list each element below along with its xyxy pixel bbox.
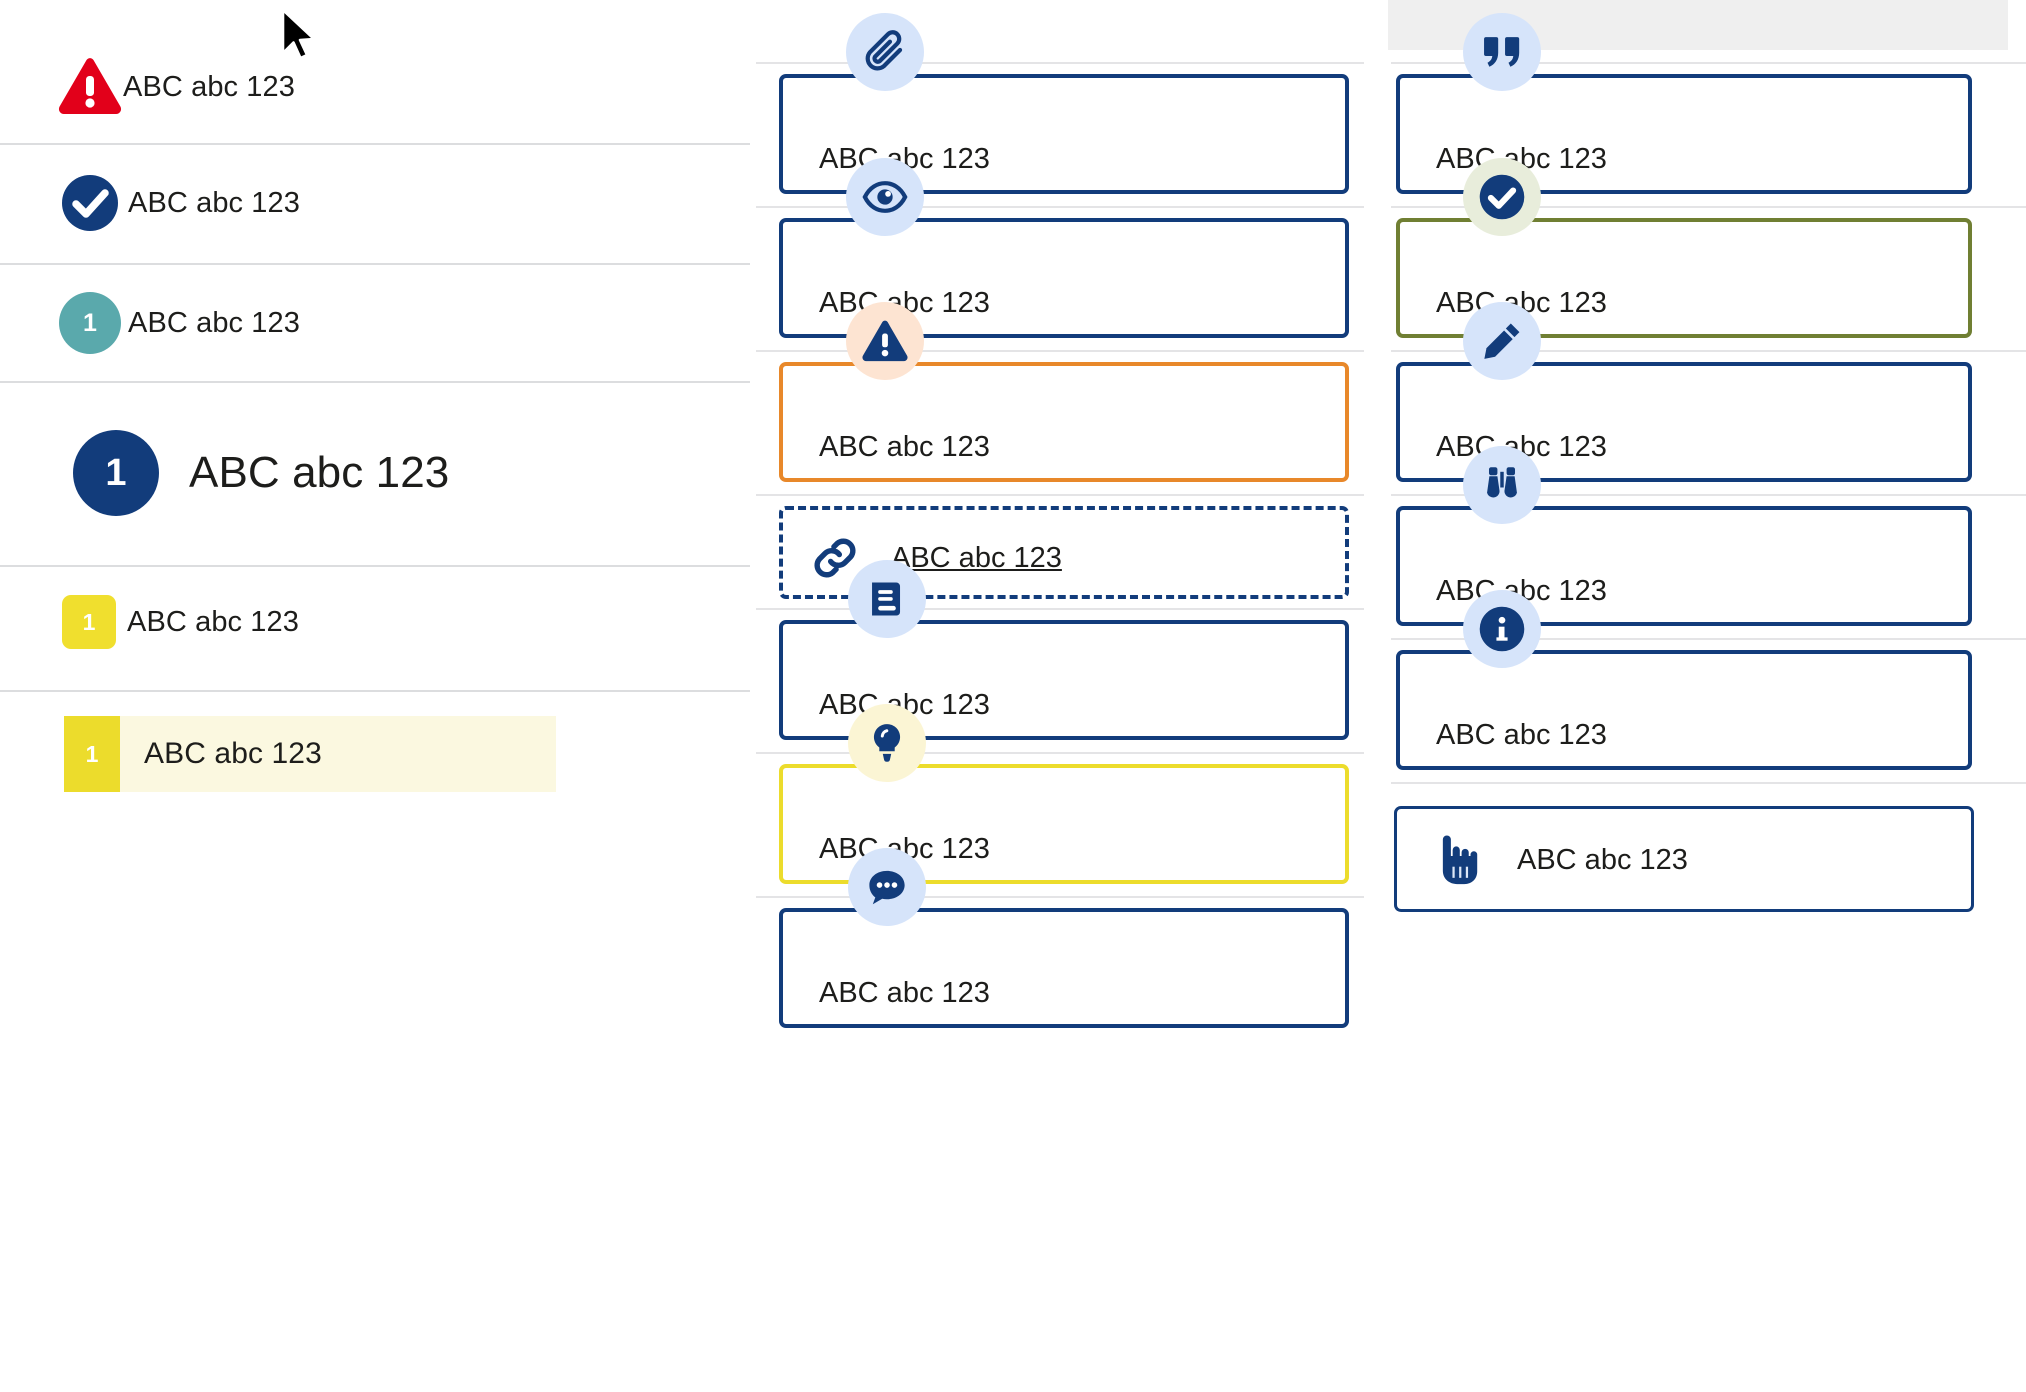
divider	[0, 565, 750, 567]
divider	[756, 62, 1364, 64]
eye-icon	[846, 158, 924, 236]
list-item-numbered-navy-large[interactable]: 1 ABC abc 123	[0, 430, 756, 516]
list-item-label: ABC abc 123	[123, 70, 295, 103]
badge-number: 1	[82, 608, 96, 635]
divider	[1391, 206, 2026, 208]
card-comment[interactable]: ABC abc 123	[779, 908, 1349, 1028]
paperclip-icon	[846, 13, 924, 91]
list-item-label: ABC abc 123	[144, 737, 322, 770]
book-icon	[848, 560, 926, 638]
number-badge-yellow-bar: 1	[64, 716, 120, 792]
badge-number: 1	[83, 308, 97, 337]
card-label: ABC abc 123	[1436, 719, 1607, 751]
binoculars-icon	[1463, 446, 1541, 524]
middle-column: ABC abc 123 ABC abc 123 ABC abc 123	[756, 0, 1391, 1392]
pencil-icon	[1463, 302, 1541, 380]
card-label: ABC abc 123	[819, 431, 990, 463]
pointing-hand-icon	[1425, 831, 1479, 889]
left-panel: ABC abc 123 ABC abc 123 1 ABC abc 123	[0, 0, 756, 1392]
divider	[0, 690, 750, 692]
list-item-warning[interactable]: ABC abc 123	[0, 52, 756, 122]
card-label: ABC abc 123	[1517, 843, 1688, 876]
card-tip[interactable]: ABC abc 123	[779, 764, 1349, 884]
card-action[interactable]: ABC abc 123	[1394, 806, 1974, 912]
list-item-label: ABC abc 123	[128, 306, 300, 339]
list-item-label: ABC abc 123	[189, 448, 450, 497]
list-item-check[interactable]: ABC abc 123	[0, 175, 756, 231]
card-warning[interactable]: ABC abc 123	[779, 362, 1349, 482]
divider	[1391, 494, 2026, 496]
info-circle-icon	[1463, 590, 1541, 668]
check-circle-icon	[1463, 158, 1541, 236]
divider	[756, 494, 1364, 496]
divider	[756, 896, 1364, 898]
divider	[756, 350, 1364, 352]
list-item-highlighted[interactable]: 1 ABC abc 123	[64, 716, 556, 792]
badge-number: 1	[85, 740, 99, 767]
list-item-numbered-yellow[interactable]: 1 ABC abc 123	[0, 595, 756, 649]
list-item-highlighted-wrapper: 1 ABC abc 123	[0, 716, 756, 792]
badge-number: 1	[105, 451, 127, 494]
divider	[0, 263, 750, 265]
list-item-label: ABC abc 123	[127, 605, 299, 638]
divider	[1391, 638, 2026, 640]
card-info[interactable]: ABC abc 123	[1396, 650, 1972, 770]
list-item-numbered-teal[interactable]: 1 ABC abc 123	[0, 292, 756, 354]
card-label: ABC abc 123	[819, 977, 990, 1009]
card-link-label[interactable]: ABC abc 123	[891, 541, 1062, 574]
divider	[756, 752, 1364, 754]
check-circle-icon	[62, 175, 118, 231]
comment-dots-icon	[848, 848, 926, 926]
number-badge-navy-large: 1	[73, 430, 159, 516]
divider	[756, 608, 1364, 610]
number-badge-teal: 1	[59, 292, 121, 354]
list-item-label: ABC abc 123	[128, 186, 300, 219]
lightbulb-icon	[848, 704, 926, 782]
right-column: ABC abc 123 ABC abc 123 ABC abc 123	[1391, 0, 2026, 1392]
divider	[0, 381, 750, 383]
warning-triangle-icon	[846, 302, 924, 380]
warning-triangle-icon	[57, 56, 123, 118]
mouse-cursor-icon	[280, 8, 320, 64]
link-icon	[809, 532, 861, 584]
number-badge-yellow-square: 1	[62, 595, 116, 649]
divider	[1391, 782, 2026, 784]
quote-icon	[1463, 13, 1541, 91]
divider	[0, 143, 750, 145]
divider	[1391, 350, 2026, 352]
divider	[756, 206, 1364, 208]
divider	[1391, 62, 2026, 64]
